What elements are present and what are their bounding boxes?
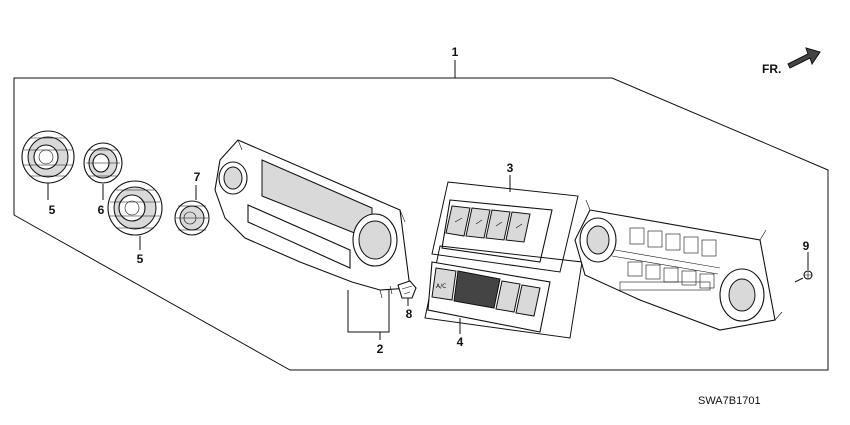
callout-8: 8: [406, 307, 413, 321]
front-direction-arrow-icon: [787, 47, 821, 69]
callout-2: 2: [377, 342, 384, 356]
direction-label: FR.: [762, 62, 781, 76]
switch-panel-3: [431, 181, 579, 273]
callout-5-upper: 5: [49, 203, 56, 217]
callout-4: 4: [457, 335, 464, 349]
knob-6: [83, 142, 123, 184]
callout-5-lower: 5: [137, 252, 144, 266]
leader-line-2: [347, 290, 390, 333]
callout-6: 6: [98, 203, 105, 217]
knob-5-upper: [21, 130, 75, 184]
callout-1: 1: [452, 45, 459, 59]
ac-button-label: A/C: [436, 283, 446, 290]
screw-9: [794, 270, 813, 283]
knob-5-lower: [107, 180, 163, 236]
knob-7: [174, 200, 210, 236]
assembly-outline: [13, 77, 829, 371]
diagram-code: SWA7B1701: [698, 395, 761, 407]
clip-8: [397, 280, 417, 299]
switch-panel-4: A/C: [424, 245, 583, 339]
callout-7: 7: [194, 170, 201, 184]
bezel-panel-2: [214, 139, 411, 299]
callout-9: 9: [803, 239, 810, 253]
control-unit: [574, 199, 783, 331]
callout-3: 3: [507, 161, 514, 175]
